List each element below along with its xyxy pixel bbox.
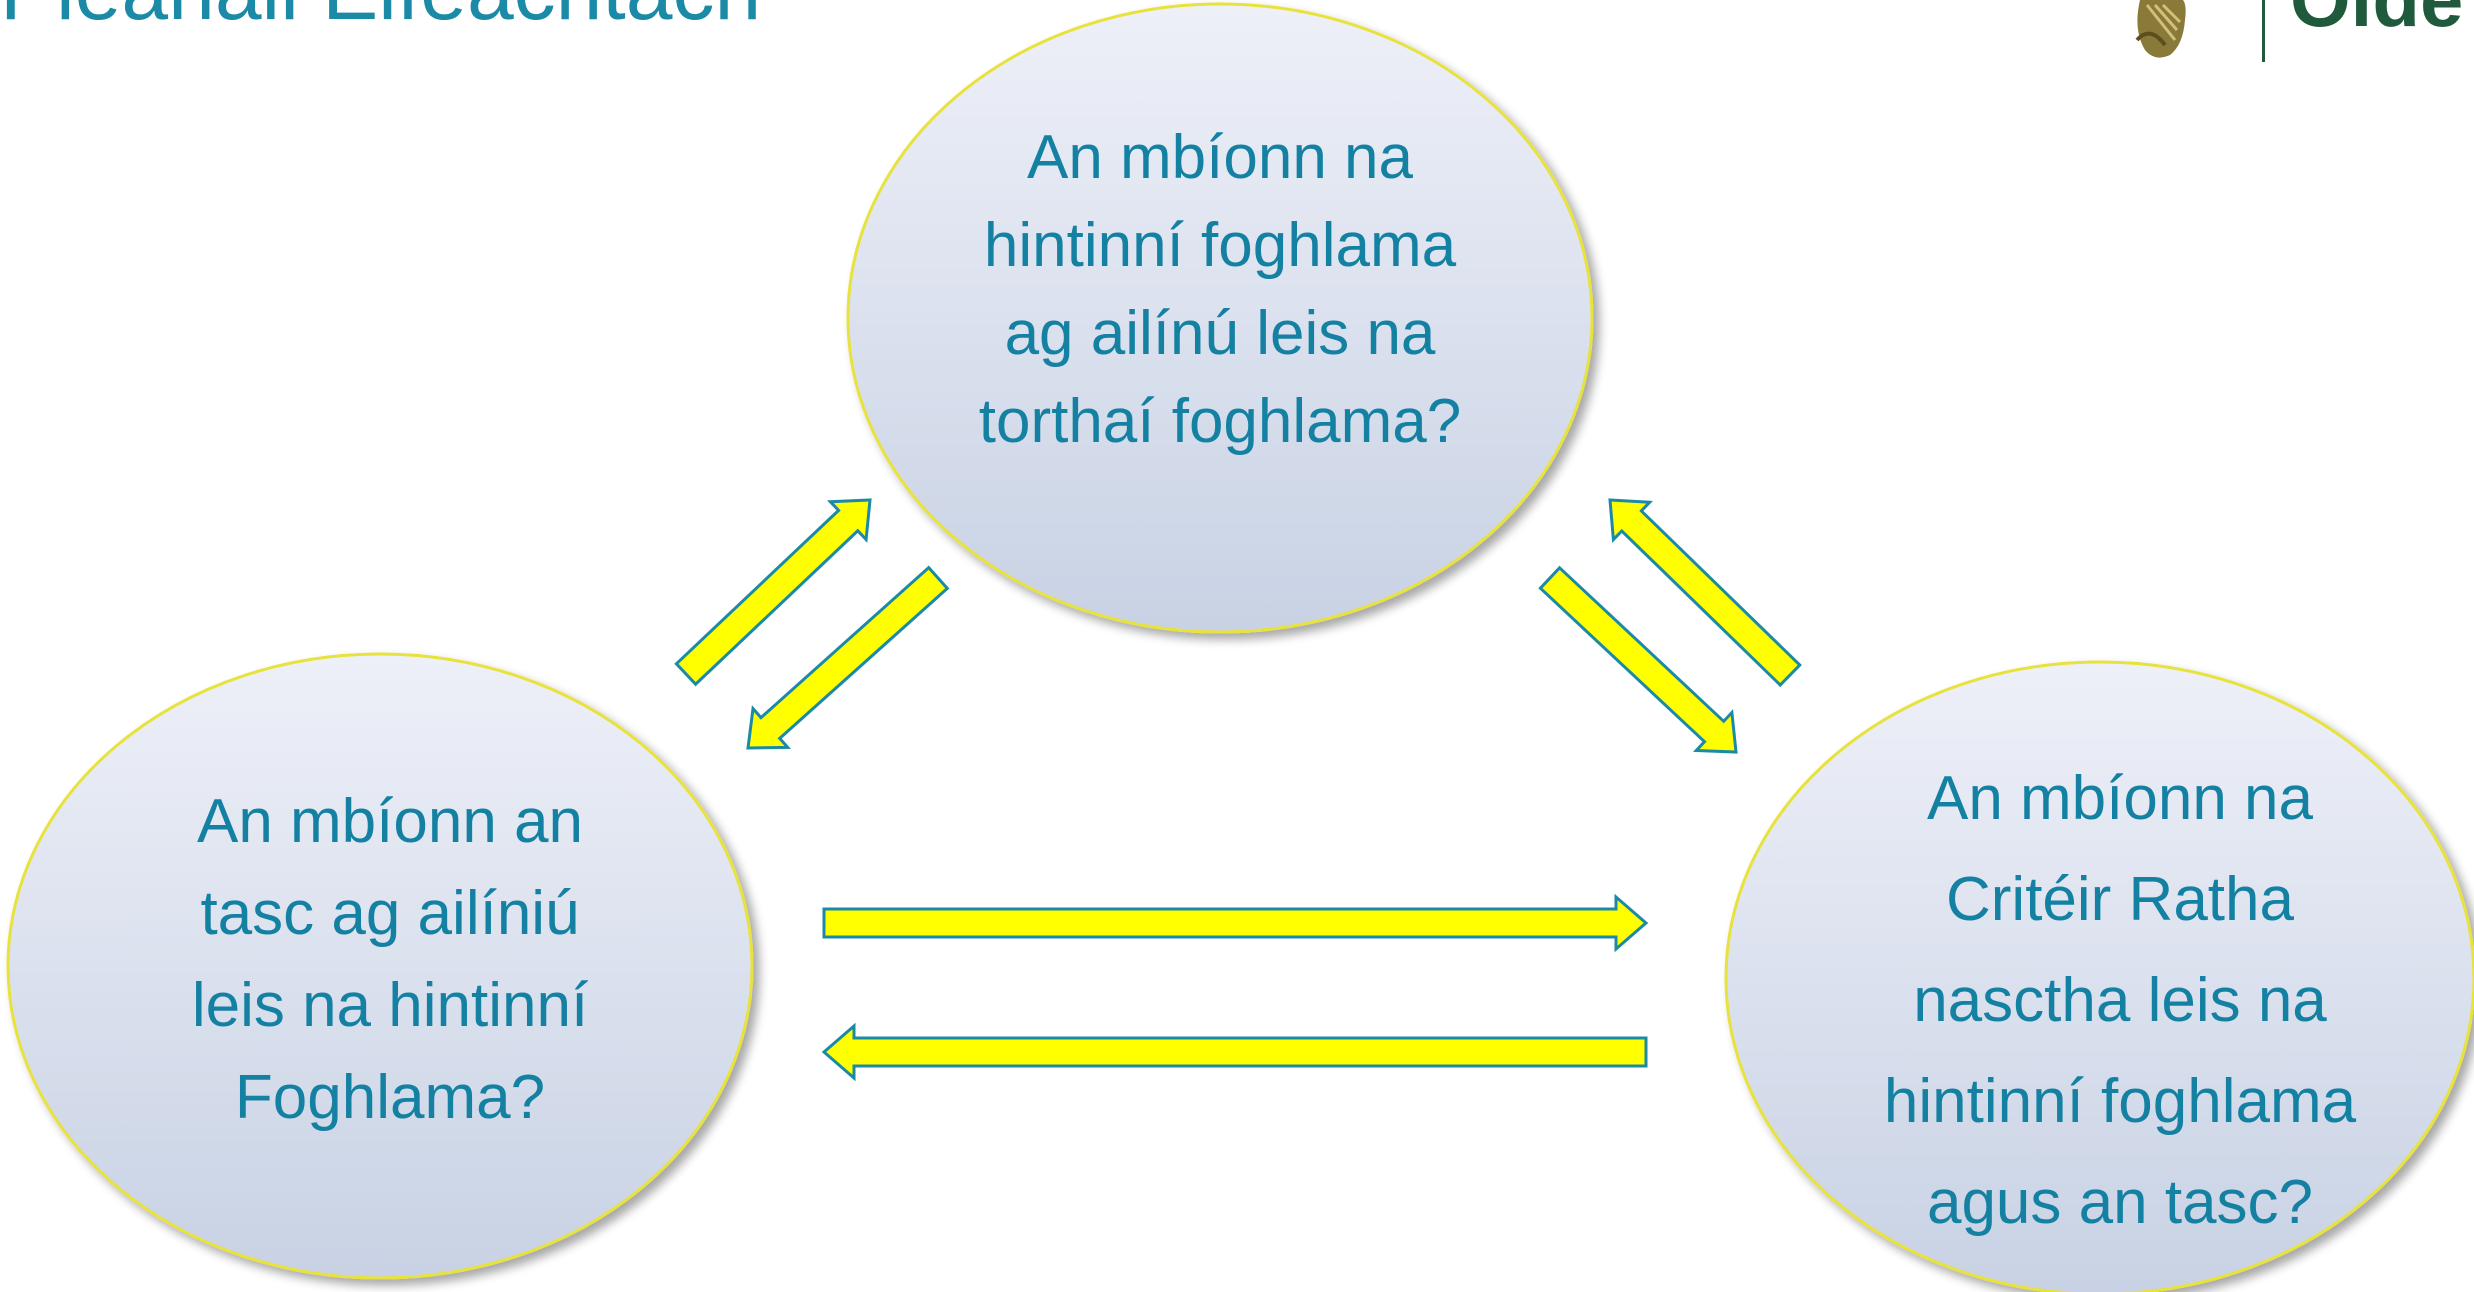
arrow-left-to-right	[822, 893, 1649, 953]
logo-divider	[2262, 0, 2265, 62]
arrow-left-to-top	[674, 498, 872, 687]
node-left-text: An mbíonn an tasc ag ailíniú leis na hin…	[191, 787, 589, 1132]
node-top	[846, 2, 1594, 634]
arrow-right-to-top	[1608, 498, 1802, 688]
arrow-top-to-left	[746, 565, 950, 750]
logo-wordmark: Oide	[2290, 0, 2463, 38]
node-right	[1724, 660, 2474, 1292]
node-left	[6, 652, 754, 1280]
arrow-right-to-left	[821, 1022, 1648, 1082]
node-top-text: An mbíonn na hintinní foghlama ag ailínú…	[978, 123, 1462, 456]
harp-icon	[2135, 0, 2186, 58]
arrow-top-to-right	[1538, 565, 1738, 754]
slide-title: Pleanáil Éifeachtach	[0, 0, 761, 32]
node-right-text: An mbíonn na Critéir Ratha nasctha leis …	[1883, 763, 2357, 1237]
